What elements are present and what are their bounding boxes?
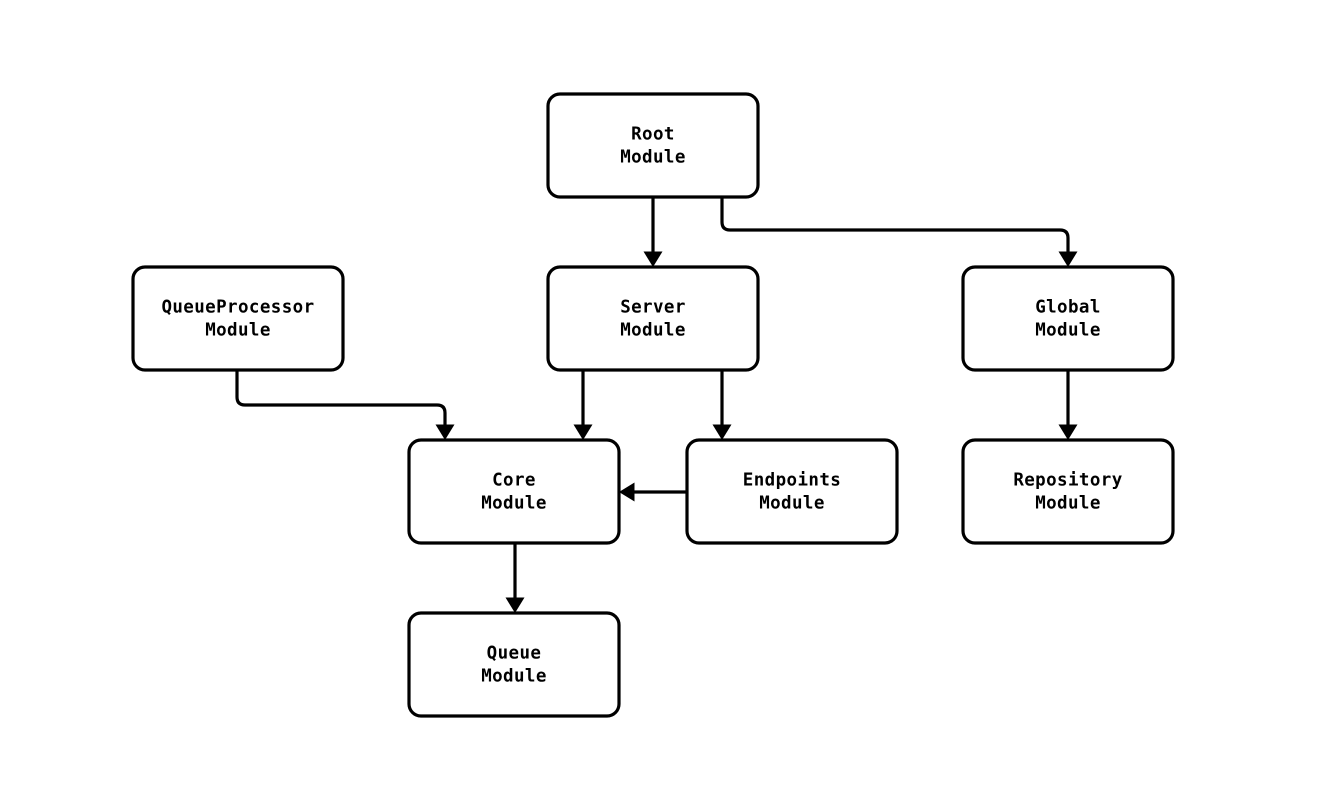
nodes-group: RootModuleQueueProcessorModuleServerModu…	[131, 92, 1175, 718]
arrow-head-root-to-server	[643, 251, 663, 267]
node-label-line2-global: Module	[1035, 321, 1101, 341]
node-box-queue[interactable]	[407, 611, 621, 718]
edge-server-to-core	[573, 370, 593, 440]
node-label-line2-queue: Module	[481, 667, 547, 687]
node-label-line1-global: Global	[1035, 298, 1101, 318]
arrow-head-queueprocessor-to-core	[435, 424, 455, 440]
arrow-head-root-to-global	[1058, 251, 1078, 267]
node-label-line1-queue: Queue	[487, 644, 542, 664]
node-box-queueprocessor[interactable]	[131, 265, 345, 372]
node-box-core[interactable]	[407, 438, 621, 545]
node-box-endpoints[interactable]	[685, 438, 899, 545]
node-label-line1-core: Core	[492, 471, 536, 491]
node-label-line2-endpoints: Module	[759, 494, 825, 514]
edge-core-to-queue	[505, 543, 525, 613]
node-label-line2-repository: Module	[1035, 494, 1101, 514]
node-box-server[interactable]	[546, 265, 760, 372]
edge-root-to-global	[720, 197, 1078, 267]
edge-root-to-server	[643, 197, 663, 267]
node-label-line1-root: Root	[631, 125, 675, 145]
node-label-line1-server: Server	[620, 298, 686, 318]
node-label-line2-queueprocessor: Module	[205, 321, 271, 341]
edge-server-to-endpoints	[712, 370, 732, 440]
node-box-repository[interactable]	[961, 438, 1175, 545]
edge-endpoints-to-core	[619, 482, 687, 502]
node-label-line1-endpoints: Endpoints	[743, 471, 841, 491]
node-box-root[interactable]	[546, 92, 760, 199]
arrow-head-core-to-queue	[505, 597, 525, 613]
edge-line-queueprocessor-to-core	[235, 370, 447, 425]
node-box-global[interactable]	[961, 265, 1175, 372]
node-label-line2-root: Module	[620, 148, 686, 168]
arrow-head-endpoints-to-core	[619, 482, 635, 502]
node-label-line1-repository: Repository	[1013, 471, 1122, 491]
arrow-head-server-to-core	[573, 424, 593, 440]
node-label-line2-core: Module	[481, 494, 547, 514]
arrow-head-global-to-repository	[1058, 424, 1078, 440]
edges-group	[235, 197, 1078, 613]
node-label-line2-server: Module	[620, 321, 686, 341]
arrow-head-server-to-endpoints	[712, 424, 732, 440]
edge-queueprocessor-to-core	[235, 370, 455, 440]
node-label-line1-queueprocessor: QueueProcessor	[161, 298, 314, 318]
edge-global-to-repository	[1058, 370, 1078, 440]
edge-line-root-to-global	[720, 197, 1070, 252]
